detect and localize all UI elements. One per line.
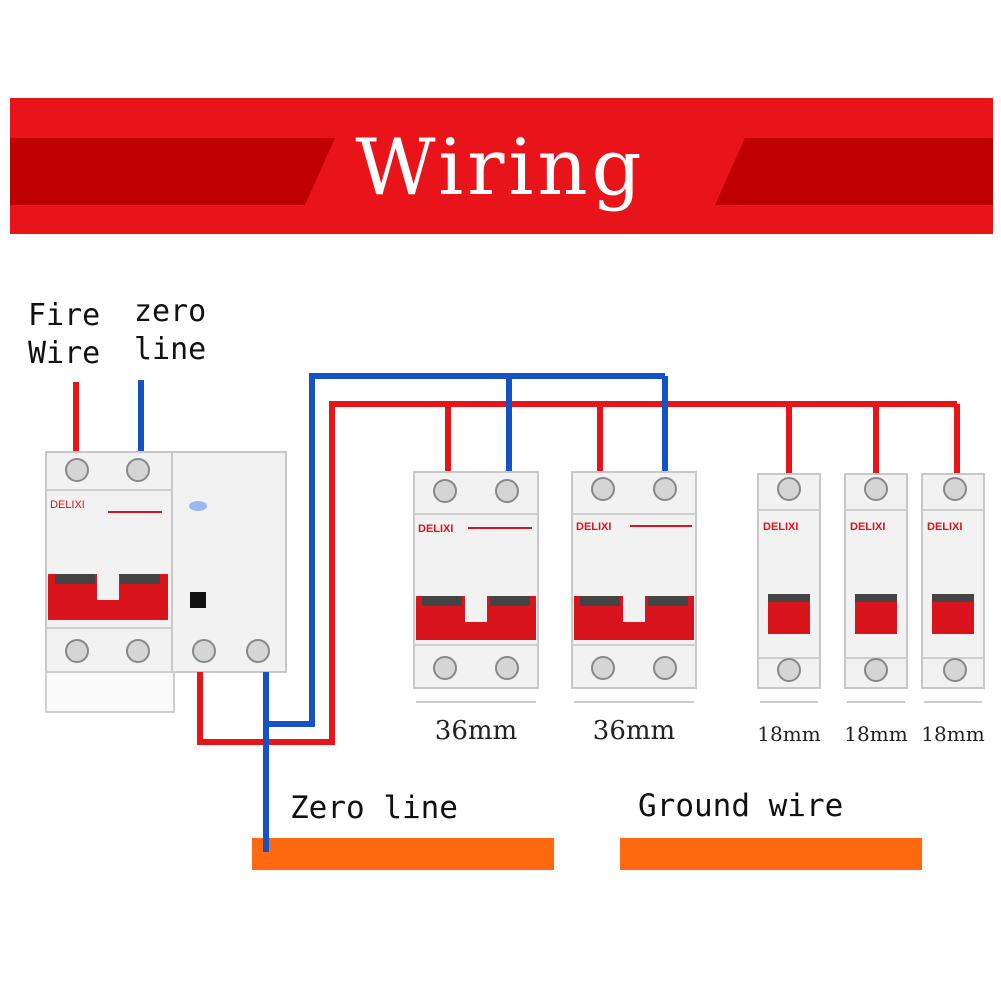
- zero-line-label: zero line: [134, 294, 207, 367]
- double-breaker-1-brand: DELIXI: [418, 523, 453, 535]
- ground-wire-busbar: [620, 838, 922, 870]
- double-breaker-1: DELIXI: [413, 471, 539, 703]
- width-label-single-3: 18mm: [921, 722, 985, 746]
- single-breaker-2: DELIXI: [844, 473, 908, 703]
- width-label-single-1: 18mm: [757, 722, 821, 746]
- fire-feed: [197, 401, 957, 745]
- single-breaker-1: DELIXI: [757, 473, 821, 703]
- single-breaker-1-brand: DELIXI: [763, 521, 798, 533]
- main-breaker: DELIXI: [45, 451, 287, 713]
- main-breaker-brand: DELIXI: [50, 499, 85, 511]
- double-breaker-2-brand: DELIXI: [576, 521, 611, 533]
- width-label-double-2: 36mm: [592, 716, 676, 746]
- zero-line-bus-label: Zero line: [290, 790, 458, 826]
- width-label-double-1: 36mm: [434, 716, 518, 746]
- single-breaker-3: DELIXI: [921, 473, 985, 703]
- banner-title: Wiring: [355, 123, 646, 213]
- single-breaker-3-brand: DELIXI: [927, 521, 962, 533]
- ground-wire-bus-label: Ground wire: [638, 788, 844, 824]
- zero-feed: [263, 373, 665, 727]
- double-breaker-2: DELIXI: [571, 471, 697, 703]
- fire-wire-label: Fire Wire: [28, 298, 101, 371]
- width-label-single-2: 18mm: [844, 722, 908, 746]
- single-breaker-2-brand: DELIXI: [850, 521, 885, 533]
- zero-line-busbar: [252, 838, 554, 870]
